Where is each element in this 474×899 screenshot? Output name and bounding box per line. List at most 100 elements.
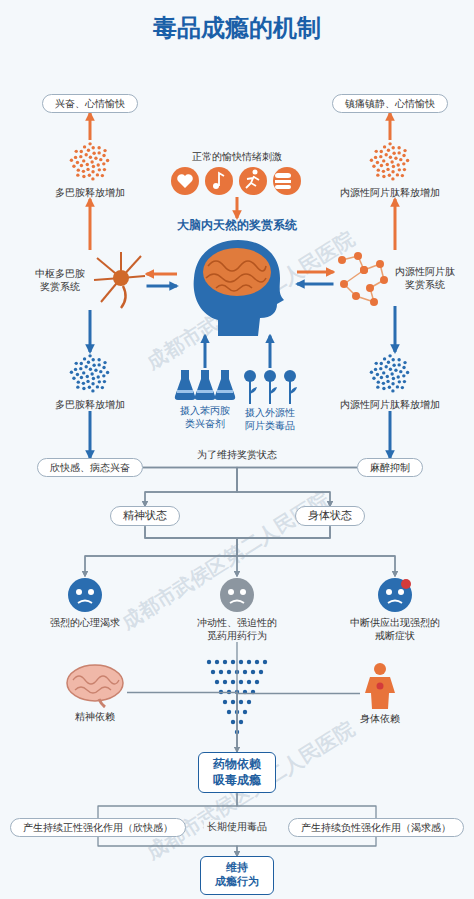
dependence-node: 精神依赖 [63, 662, 127, 723]
drawing-part [97, 375, 100, 378]
drawing-part [360, 266, 368, 274]
drawing-part [77, 380, 80, 383]
symptom-node: 中断供应出现强烈的 戒断症状 [349, 576, 442, 642]
connector [147, 285, 178, 288]
drawing-part [78, 601, 92, 604]
drawing-part [103, 380, 106, 383]
connector [394, 199, 397, 250]
node-text: 药物依赖 吸毒成瘾 [211, 757, 263, 788]
reinforcement-box: 产生持续负性强化作用（渴求感） [288, 818, 464, 837]
drawing-part [365, 677, 395, 709]
drawing-part [374, 156, 377, 159]
drawing-part [92, 165, 95, 168]
drawing-part [216, 285, 252, 291]
drawing-part [220, 578, 254, 612]
drawing-part [398, 589, 404, 595]
drawing-part [397, 151, 400, 154]
connector [394, 306, 397, 352]
drawing-part [89, 368, 92, 371]
drawing-part [228, 589, 234, 595]
drawing-part [386, 380, 389, 383]
connector [89, 310, 92, 352]
drawing-part [75, 150, 78, 153]
drawing-part [76, 385, 79, 388]
drawing-part [92, 377, 95, 380]
drawing-part [379, 367, 382, 370]
drawing-part [76, 373, 79, 376]
connector [237, 837, 376, 856]
funnel-dot [215, 660, 219, 664]
effect-box: 镇痛镇静、心情愉快 [332, 94, 448, 113]
funnel-dot [251, 670, 255, 674]
drawing-part [372, 377, 375, 380]
connector [98, 793, 237, 818]
drawing-part [96, 173, 99, 176]
drawing-part [96, 385, 99, 388]
drawing-part [92, 151, 95, 154]
drawing-part [377, 683, 384, 690]
withdrawal-icon [376, 576, 414, 614]
drawing-part [385, 153, 388, 156]
drawing-part [380, 376, 383, 379]
addiction-box: 药物依赖 吸毒成瘾 [198, 752, 276, 793]
drawing-part [386, 589, 392, 595]
drawing-part [250, 387, 257, 394]
drawing-part [82, 175, 85, 178]
drawing-part [102, 374, 105, 377]
drawing-part [91, 146, 94, 149]
drawing-part [370, 371, 373, 374]
drawing-part [74, 156, 77, 159]
drawing-part [396, 173, 399, 176]
release-node: 内源性阿片肽释放增加 [340, 352, 440, 411]
drawing-part [86, 168, 89, 171]
drawing-part [386, 163, 389, 166]
drawing-part [75, 362, 78, 365]
drawing-part [103, 168, 106, 171]
drawing-part [397, 146, 400, 149]
drawing-part [402, 154, 405, 157]
drawing-part [402, 374, 405, 377]
drawing-part [90, 160, 93, 163]
craving-icon [66, 576, 104, 614]
node-text: 多巴胺释放增加 [55, 186, 125, 199]
drawing-part [403, 168, 406, 171]
node-text: 精神状态 [123, 509, 167, 523]
drawing-part [208, 261, 266, 271]
drawing-part [88, 142, 91, 145]
node-text: 摄入外源性 阿片类毒品 [244, 406, 297, 432]
drawing-part [106, 371, 109, 374]
node-text: 欣快感、病态兴奋 [50, 461, 130, 474]
drawing-part [386, 168, 389, 171]
connector [389, 411, 392, 458]
funnel-dot [247, 680, 251, 684]
drawing-part [98, 380, 101, 383]
drawing-part [376, 385, 379, 388]
drawing-part [370, 298, 378, 306]
dots-picture [368, 140, 412, 184]
drawing-part [171, 167, 199, 195]
drawing-part [396, 385, 399, 388]
drawing-part [246, 176, 259, 188]
drawing-part [390, 372, 393, 375]
drawing-part [97, 363, 100, 366]
drawing-part [275, 180, 291, 183]
drawing-part [270, 387, 277, 394]
drawing-part [290, 387, 297, 394]
drawing-part [94, 157, 97, 160]
drawing-part [387, 361, 390, 364]
connector [236, 197, 239, 218]
drawing-part [398, 168, 401, 171]
drawing-part [352, 292, 360, 300]
drawing-part [397, 358, 400, 361]
drawing-part [79, 367, 82, 370]
drawing-part [230, 601, 244, 604]
reward-system-node: 内源性阿片肽 奖赏系统 [334, 250, 457, 306]
drawing-part [374, 368, 377, 371]
drawing-part [391, 389, 394, 392]
drawing-part [82, 371, 85, 374]
drawing-part [397, 163, 400, 166]
drawing-part [72, 377, 75, 380]
reinforcement-box: 产生持续正性强化作用（欣快感） [10, 818, 186, 837]
funnel-dot [247, 700, 251, 704]
drawing-part [83, 145, 86, 148]
